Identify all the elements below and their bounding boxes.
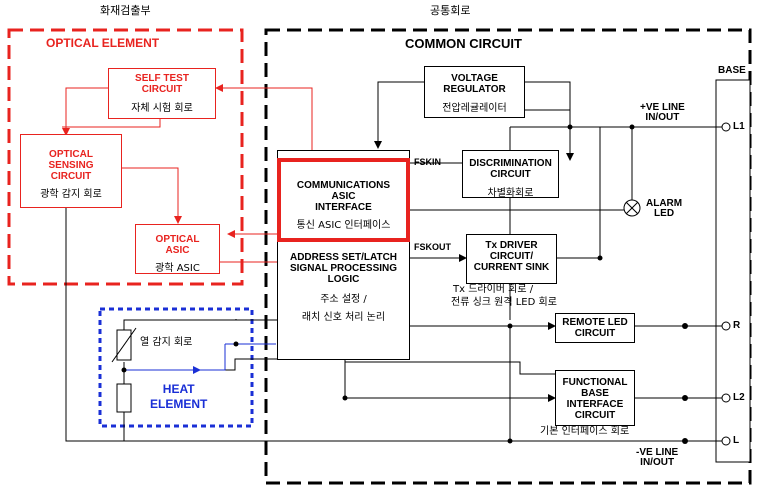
- tx-driver-circuit-block: Tx DRIVER CIRCUIT/ CURRENT SINK: [466, 234, 557, 284]
- comm-asic-line-3: INTERFACE: [315, 202, 372, 213]
- tx-driver-line-1: Tx DRIVER: [485, 240, 538, 251]
- fskout-label: FSKOUT: [414, 242, 451, 252]
- functional-base-line-1: FUNCTIONAL: [562, 377, 628, 388]
- ve-neg-line-1: -VE LINE: [636, 447, 679, 458]
- optical-element-title: OPTICAL ELEMENT: [46, 36, 160, 50]
- junction-dots: [121, 124, 635, 444]
- functional-base-line-4: CIRCUIT: [574, 410, 616, 421]
- voltage-regulator-kr: 전압레귤레이터: [442, 103, 507, 114]
- alarm-led-icon: [623, 199, 641, 217]
- ve-neg-line-label: -VE LINE IN/OUT: [636, 448, 678, 468]
- heat-sensing-kr-label: 열 감지 회로: [140, 337, 193, 348]
- voltage-regulator-block: VOLTAGE REGULATOR 전압레귤레이터: [424, 66, 525, 118]
- terminal-l2-label: L2: [733, 392, 745, 403]
- optical-asic-line-2: ASIC: [165, 245, 190, 256]
- tx-driver-line-2: CIRCUIT/: [489, 251, 534, 262]
- optical-sensing-kr: 광학 감지 회로: [40, 189, 102, 200]
- ve-pos-line-2: IN/OUT: [645, 112, 680, 123]
- ve-pos-line-label: +VE LINE IN/OUT: [640, 103, 685, 123]
- discrimination-line-1: DISCRIMINATION: [469, 158, 552, 169]
- functional-base-line-3: INTERFACE: [566, 399, 624, 410]
- heat-element-line-2: ELEMENT: [150, 397, 208, 411]
- optical-sensing-line-3: CIRCUIT: [50, 171, 92, 182]
- functional-base-interface-block: FUNCTIONAL BASE INTERFACE CIRCUIT: [555, 370, 635, 426]
- fskin-label: FSKIN: [414, 157, 441, 167]
- terminal-l-label: L: [733, 435, 740, 446]
- optical-asic-kr: 광학 ASIC: [155, 263, 200, 274]
- terminal-l-icon: [721, 436, 731, 446]
- tx-driver-kr-2: 전류 싱크 원격 LED 회로: [451, 297, 557, 308]
- functional-base-line-2: BASE: [581, 388, 609, 399]
- remote-led-line-1: REMOTE LED: [562, 317, 628, 328]
- self-test-circuit-block: SELF TEST CIRCUIT 자체 시험 회로: [108, 68, 216, 119]
- address-set-kr-2: 래치 신호 처리 논리: [301, 312, 386, 323]
- alarm-led-line-2: LED: [654, 208, 675, 219]
- address-set-line-2: SIGNAL PROCESSING: [289, 263, 398, 274]
- optical-sensing-line-2: SENSING: [48, 160, 94, 171]
- communications-asic-interface-block: COMMUNICATIONS ASIC INTERFACE 통신 ASIC 인터…: [277, 158, 410, 242]
- tx-driver-line-3: CURRENT SINK: [473, 262, 550, 273]
- common-circuit-title: COMMON CIRCUIT: [405, 36, 522, 51]
- terminal-l1-label: L1: [733, 121, 745, 132]
- common-circuit-kr-label: 공통회로: [430, 4, 471, 17]
- ve-pos-line-1: +VE LINE: [640, 102, 685, 113]
- optical-sensing-circuit-block: OPTICAL SENSING CIRCUIT 광학 감지 회로: [20, 134, 122, 208]
- common-circuit-boundary: [264, 28, 752, 485]
- comm-asic-kr: 통신 ASIC 인터페이스: [296, 220, 391, 231]
- terminal-l2-icon: [721, 393, 731, 403]
- base-label: BASE: [718, 65, 746, 76]
- alarm-led-label: ALARM LED: [646, 199, 682, 219]
- address-set-kr-1: 주소 설정 /: [320, 294, 367, 305]
- self-test-kr: 자체 시험 회로: [131, 103, 193, 114]
- alarm-led-line-1: ALARM: [646, 198, 683, 209]
- tx-driver-kr-1: Tx 드라이버 회로 /: [453, 284, 534, 295]
- base-rail: [715, 79, 751, 463]
- heat-element-label: HEAT ELEMENT: [150, 383, 207, 410]
- self-test-line-1: SELF TEST: [135, 73, 189, 84]
- terminal-r-icon: [721, 321, 731, 331]
- comm-asic-line-1: COMMUNICATIONS: [296, 180, 391, 191]
- terminal-r-label: R: [733, 320, 741, 331]
- fire-detection-label: 화재검출부: [100, 4, 151, 17]
- voltage-regulator-line-2: REGULATOR: [443, 84, 506, 95]
- terminal-l1-icon: [721, 122, 731, 132]
- optical-sensing-line-1: OPTICAL: [49, 149, 93, 160]
- comm-asic-line-2: ASIC: [331, 191, 356, 202]
- discrimination-line-2: CIRCUIT: [490, 169, 531, 180]
- heat-element-line-1: HEAT: [162, 382, 195, 396]
- address-set-text: ADDRESS SET/LATCH SIGNAL PROCESSING LOGI…: [278, 252, 409, 323]
- ve-neg-line-2: IN/OUT: [640, 457, 675, 468]
- discrimination-kr: 차별화회로: [487, 188, 534, 199]
- optical-asic-block: OPTICAL ASIC 광학 ASIC: [135, 224, 220, 274]
- address-set-line-3: LOGIC: [327, 274, 360, 285]
- voltage-regulator-line-1: VOLTAGE: [451, 73, 498, 84]
- resistor-icon: [116, 383, 132, 413]
- self-test-line-2: CIRCUIT: [141, 84, 183, 95]
- remote-led-line-2: CIRCUIT: [574, 328, 616, 339]
- functional-base-kr: 기본 인터페이스 회로: [540, 426, 630, 437]
- discrimination-circuit-block: DISCRIMINATION CIRCUIT 차별화회로: [462, 150, 559, 199]
- optical-element-boundary: [7, 28, 244, 286]
- address-set-line-1: ADDRESS SET/LATCH: [289, 252, 398, 263]
- optical-asic-line-1: OPTICAL: [155, 234, 200, 245]
- heat-element-boundary: [98, 307, 254, 428]
- remote-led-circuit-block: REMOTE LED CIRCUIT: [555, 313, 635, 343]
